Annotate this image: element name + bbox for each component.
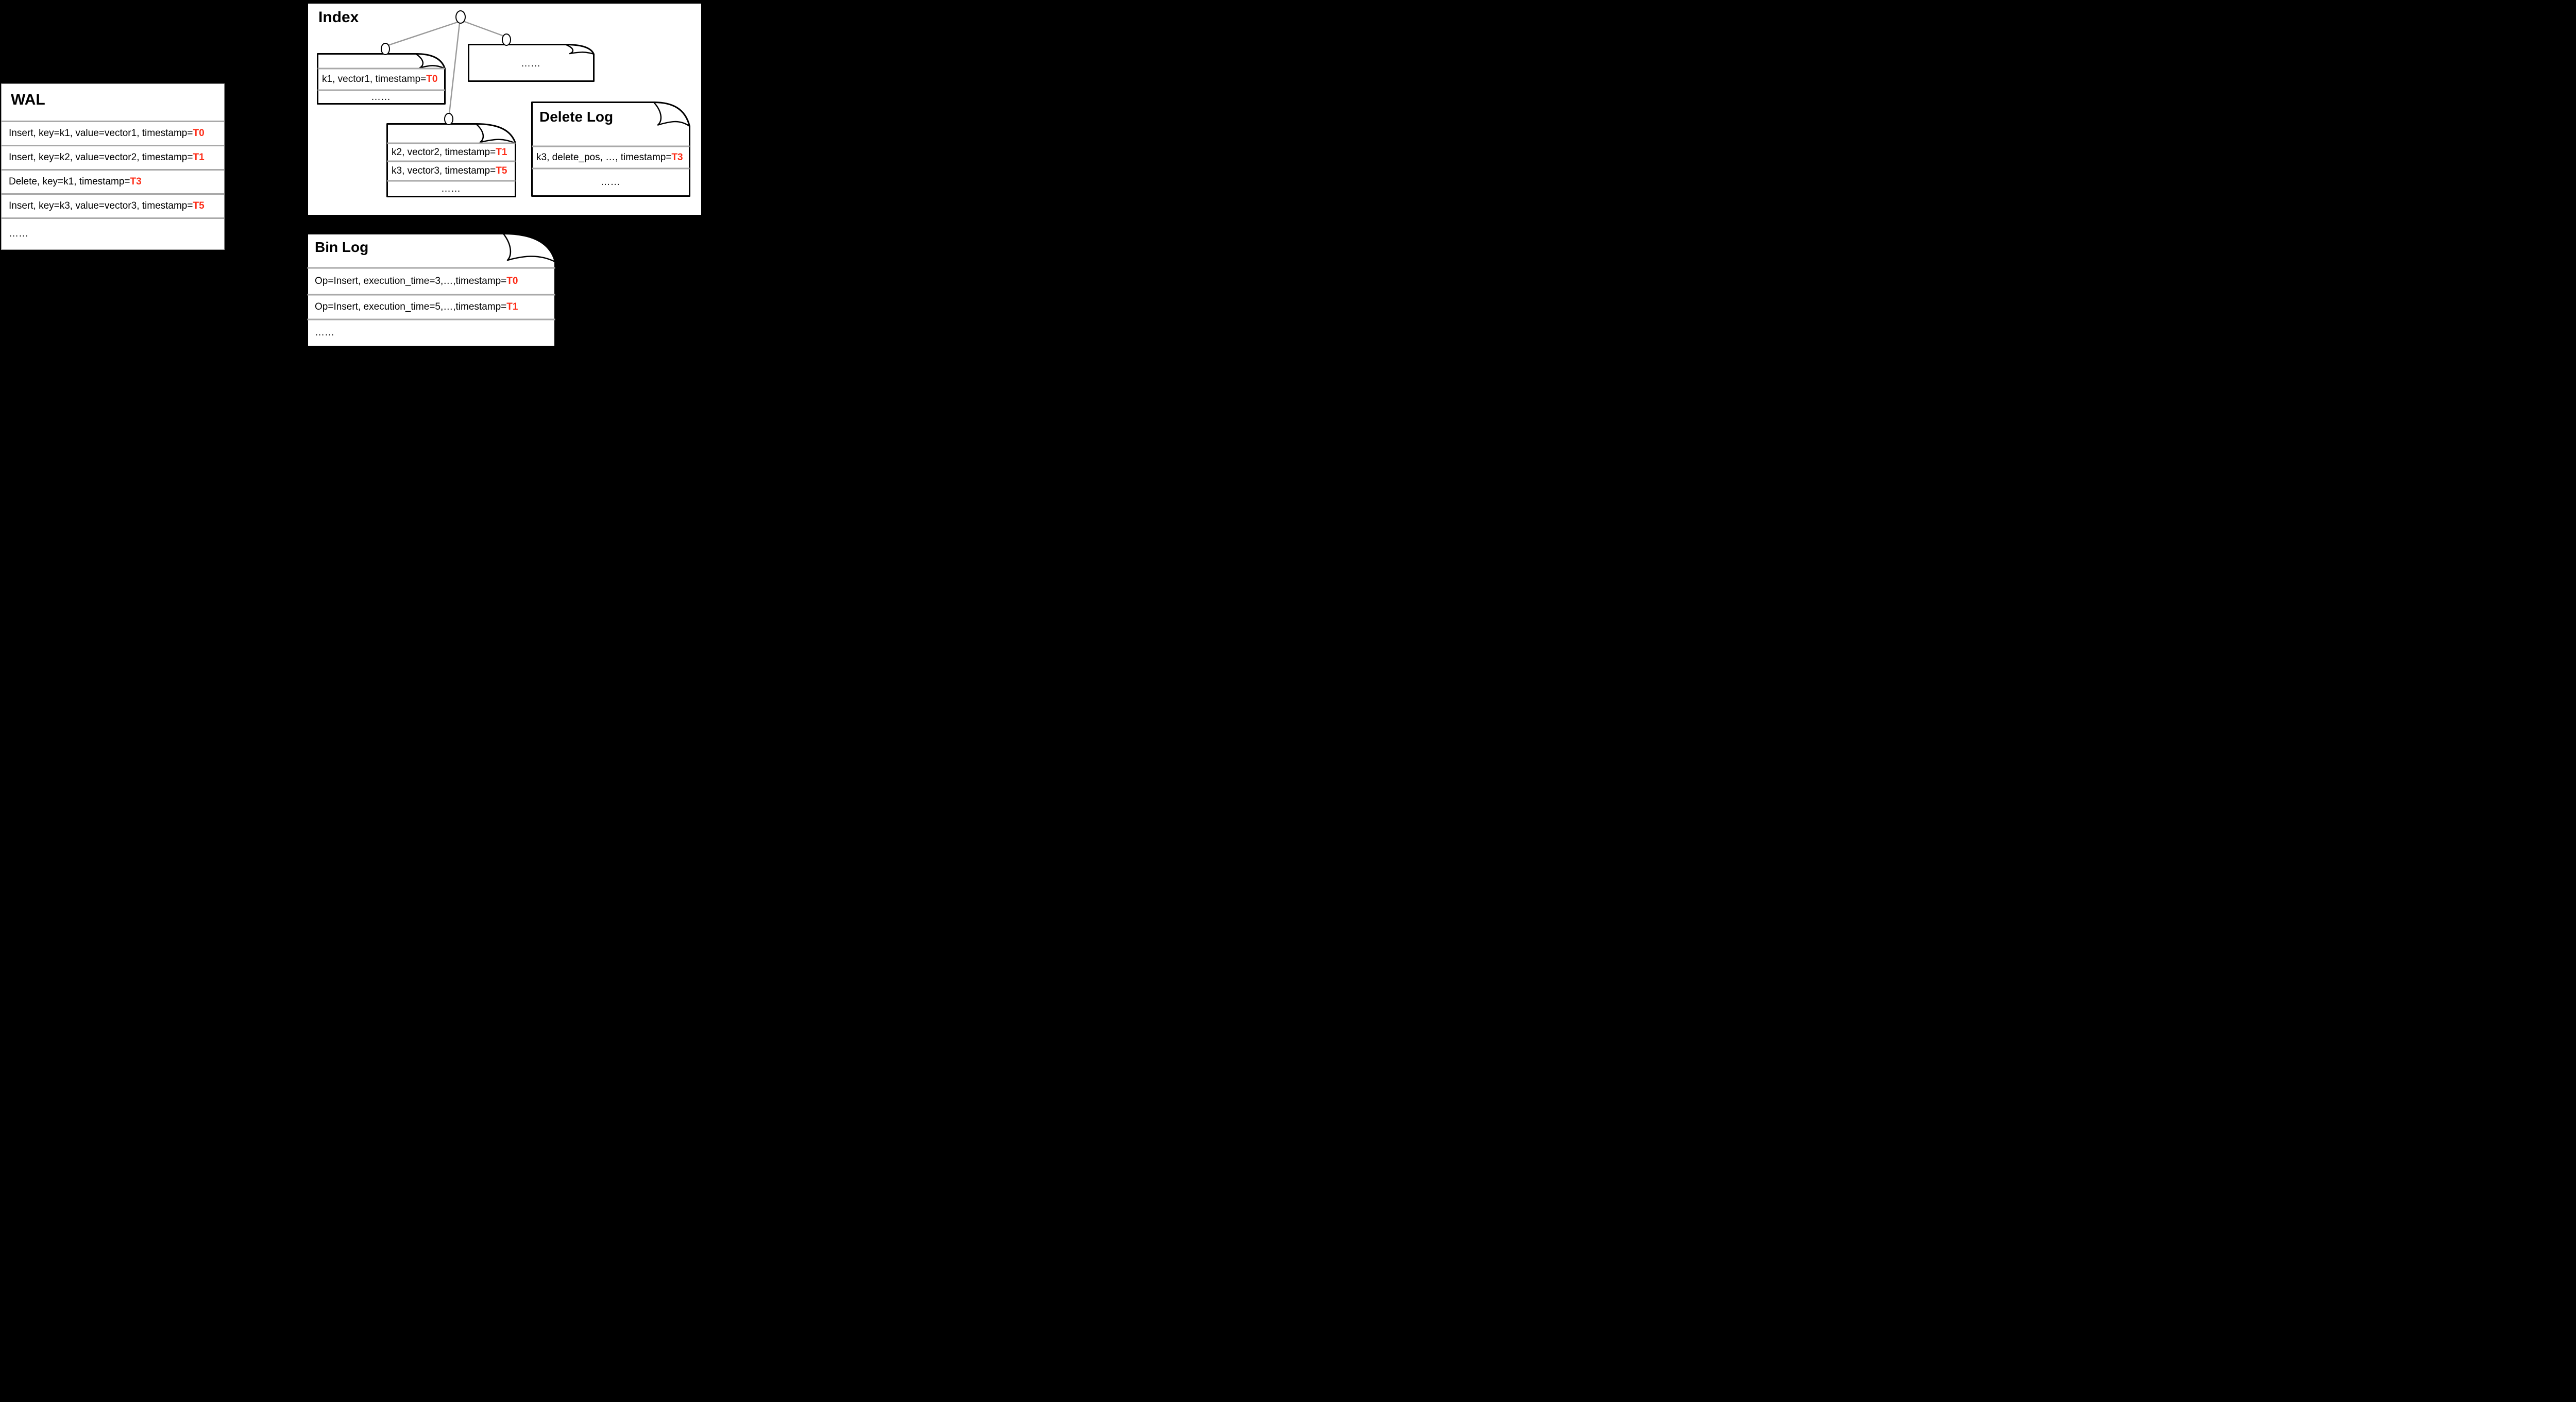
wal-row-timestamp: T0 bbox=[193, 128, 205, 139]
ellipsis-text: …… bbox=[9, 228, 28, 239]
segment-row-text: k2, vector2, timestamp= bbox=[392, 146, 496, 158]
index-segment-left: k1, vector1, timestamp=T0 …… bbox=[317, 53, 446, 105]
delete-log-row: k3, delete_pos, …, timestamp=T3 bbox=[536, 146, 684, 168]
segment-row-timestamp: T5 bbox=[496, 165, 507, 176]
ellipsis-text: …… bbox=[521, 58, 540, 69]
delete-log-panel: Delete Log k3, delete_pos, …, timestamp=… bbox=[531, 102, 690, 197]
wal-panel: WAL Insert, key=k1, value=vector1, times… bbox=[1, 83, 225, 250]
wal-row-text: Insert, key=k2, value=vector2, timestamp… bbox=[9, 152, 193, 163]
wal-title: WAL bbox=[11, 91, 45, 108]
wal-row-timestamp: T1 bbox=[193, 152, 205, 163]
tree-node-root bbox=[455, 10, 466, 24]
bin-log-title: Bin Log bbox=[315, 239, 369, 255]
segment-row-ellipsis: …… bbox=[473, 47, 588, 81]
doc-page-outline bbox=[531, 102, 690, 197]
delete-log-row-ellipsis: …… bbox=[536, 168, 684, 196]
doc-shape bbox=[386, 123, 516, 197]
delete-log-title: Delete Log bbox=[539, 109, 614, 125]
tree-edge-root-left bbox=[387, 21, 458, 46]
segment-row-ellipsis: …… bbox=[322, 90, 439, 105]
wal-row-insert-k3: Insert, key=k3, value=vector3, timestamp… bbox=[2, 193, 224, 217]
wal-row-text: Insert, key=k1, value=vector1, timestamp… bbox=[9, 128, 193, 139]
folded-corner-icon bbox=[653, 102, 690, 127]
delete-log-row-timestamp: T3 bbox=[671, 151, 683, 163]
segment-row-text: k1, vector1, timestamp= bbox=[322, 74, 427, 85]
ellipsis-text: …… bbox=[600, 176, 620, 188]
segment-row: k3, vector3, timestamp=T5 bbox=[392, 161, 510, 181]
wal-row-delete-k1: Delete, key=k1, timestamp=T3 bbox=[2, 169, 224, 193]
folded-corner-icon bbox=[476, 123, 516, 144]
ellipsis-text: …… bbox=[371, 92, 391, 103]
folded-corner-icon bbox=[503, 233, 556, 263]
index-segment-right: …… bbox=[468, 44, 595, 82]
bin-log-row-timestamp: T1 bbox=[506, 301, 518, 312]
segment-row: k2, vector2, timestamp=T1 bbox=[392, 143, 510, 161]
doc-shape bbox=[531, 102, 690, 197]
doc-shape bbox=[307, 233, 556, 347]
index-panel: Index k1, vector1, timestamp=T0 …… bbox=[308, 4, 701, 215]
folded-corner-icon bbox=[565, 44, 594, 55]
index-title: Index bbox=[318, 9, 359, 26]
doc-page-outline bbox=[468, 44, 595, 82]
bin-log-row-text: Op=Insert, execution_time=5,…,timestamp= bbox=[315, 301, 507, 312]
delete-log-row-text: k3, delete_pos, …, timestamp= bbox=[536, 151, 672, 163]
doc-shape bbox=[468, 44, 595, 82]
ellipsis-text: …… bbox=[315, 327, 334, 338]
index-segment-middle: k2, vector2, timestamp=T1 k3, vector3, t… bbox=[386, 123, 516, 197]
tree-edge-root-middle bbox=[448, 23, 461, 114]
wal-row-text: Insert, key=k3, value=vector3, timestamp… bbox=[9, 200, 193, 211]
segment-row-text: k3, vector3, timestamp= bbox=[392, 165, 496, 176]
bin-log-row: Op=Insert, execution_time=3,…,timestamp=… bbox=[315, 268, 550, 295]
bin-log-panel: Bin Log Op=Insert, execution_time=3,…,ti… bbox=[307, 233, 556, 347]
wal-row-insert-k2: Insert, key=k2, value=vector2, timestamp… bbox=[2, 145, 224, 169]
wal-row-timestamp: T5 bbox=[193, 200, 205, 211]
wal-row-text: Delete, key=k1, timestamp= bbox=[9, 176, 130, 187]
bin-log-row: Op=Insert, execution_time=5,…,timestamp=… bbox=[315, 295, 550, 319]
wal-row-insert-k1: Insert, key=k1, value=vector1, timestamp… bbox=[2, 121, 224, 145]
doc-shape bbox=[317, 53, 446, 105]
segment-row-timestamp: T1 bbox=[496, 146, 507, 158]
segment-row-timestamp: T0 bbox=[426, 74, 438, 85]
wal-row-timestamp: T3 bbox=[130, 176, 142, 187]
ellipsis-text: …… bbox=[441, 183, 461, 194]
segment-row: k1, vector1, timestamp=T0 bbox=[322, 69, 439, 90]
bin-log-row-timestamp: T0 bbox=[506, 276, 518, 286]
bin-log-row-ellipsis: …… bbox=[315, 319, 550, 346]
segment-row-ellipsis: …… bbox=[392, 181, 510, 197]
bin-log-row-text: Op=Insert, execution_time=3,…,timestamp= bbox=[315, 276, 507, 286]
wal-row-ellipsis: …… bbox=[2, 217, 224, 248]
doc-page-outline bbox=[317, 53, 446, 105]
tree-edge-root-right bbox=[463, 20, 504, 37]
diagram-canvas: WAL Insert, key=k1, value=vector1, times… bbox=[0, 0, 704, 350]
